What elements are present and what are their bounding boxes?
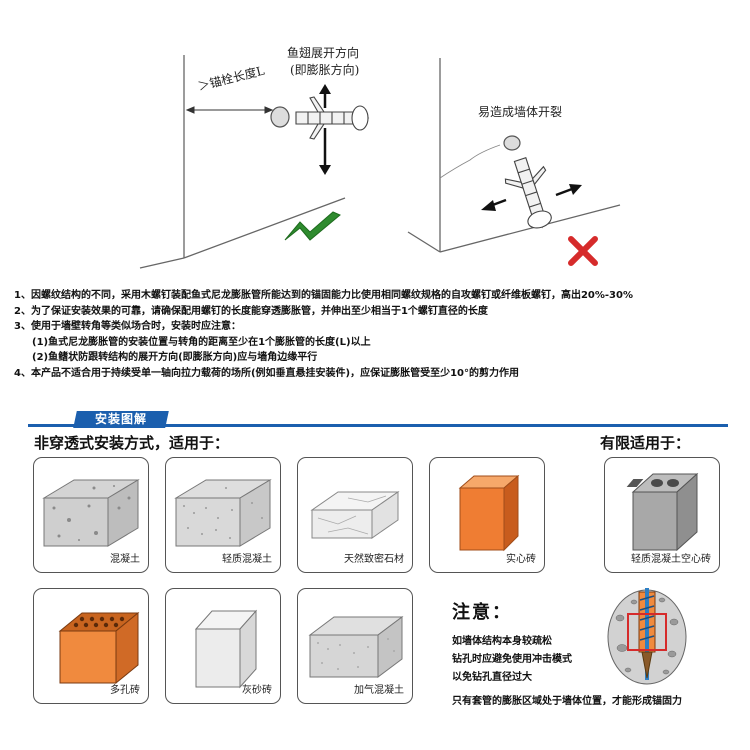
material-card-sand-lime-brick: 灰砂砖 bbox=[165, 588, 281, 704]
material-card-aerated-concrete: 加气混凝土 bbox=[297, 588, 413, 704]
right-wall-diagram bbox=[407, 58, 621, 253]
porous-brick-icon bbox=[58, 611, 140, 685]
drill-hole-right bbox=[503, 135, 521, 151]
section-banner-text: 安装图解 bbox=[94, 412, 147, 426]
expansion-arrows-vertical bbox=[319, 84, 331, 175]
note-3-1: (1)鱼式尼龙膨胀管的安装位置与转角的距离至少在1个膨胀管的长度(L)以上 bbox=[32, 336, 371, 348]
material-name-natural-stone: 天然致密石材 bbox=[344, 554, 404, 565]
attention-title: 注意： bbox=[452, 602, 512, 623]
concrete-block-icon bbox=[42, 479, 140, 547]
attention-line-1: 如墙体结构本身较疏松 bbox=[452, 636, 552, 647]
note-3: 3、使用于墙壁转角等类似场合时，安装时应注意： bbox=[14, 321, 241, 332]
material-name-solid-brick: 实心砖 bbox=[506, 554, 536, 565]
wall-plug-left bbox=[295, 96, 370, 140]
attention-footer: 只有套管的膨胀区域处于墙体位置，才能形成锚固力 bbox=[452, 696, 682, 707]
note-3-2: (2)鱼鳍状防跟转结构的展开方向(即膨胀方向)应与墙角边缘平行 bbox=[32, 352, 318, 363]
left-wall-diagram bbox=[139, 55, 346, 269]
material-card-light-concrete: 轻质混凝土 bbox=[165, 457, 281, 573]
material-name-hollow-block: 轻质混凝土空心砖 bbox=[631, 554, 711, 565]
usage-notes: 1、因螺纹结构的不同，采用木螺钉装配鱼式尼龙膨胀管所能达到的锚固能力比使用相同螺… bbox=[14, 288, 744, 381]
installation-diagrams bbox=[139, 55, 621, 269]
material-card-hollow-block: 轻质混凝土空心砖 bbox=[604, 457, 720, 573]
material-card-natural-stone: 天然致密石材 bbox=[297, 457, 413, 573]
light-concrete-block-icon bbox=[174, 479, 272, 547]
attention-line-2: 钻孔时应避免使用冲击模式 bbox=[452, 654, 572, 665]
solid-brick-icon bbox=[458, 474, 520, 552]
fin-direction-label: 鱼翅展开方向 bbox=[287, 46, 360, 60]
natural-stone-icon bbox=[310, 491, 400, 539]
note-4: 4、本产品不适合用于持续受单一轴向拉力载荷的场所(例如垂直悬挂安装件)，应保证膨… bbox=[14, 367, 520, 379]
material-card-solid-brick: 实心砖 bbox=[429, 457, 545, 573]
material-card-porous-brick: 多孔砖 bbox=[33, 588, 149, 704]
check-icon bbox=[284, 211, 341, 241]
sand-lime-brick-icon bbox=[194, 609, 258, 689]
note-1: 1、因螺纹结构的不同，采用木螺钉装配鱼式尼龙膨胀管所能达到的锚固能力比使用相同螺… bbox=[14, 290, 633, 301]
attention-line-3: 以免钻孔直径过大 bbox=[452, 672, 532, 683]
material-name-aerated-concrete: 加气混凝土 bbox=[354, 685, 404, 696]
material-name-light-concrete: 轻质混凝土 bbox=[222, 554, 272, 565]
wall-crack-label: 易造成墙体开裂 bbox=[478, 105, 563, 119]
cross-icon bbox=[568, 236, 598, 266]
section-divider bbox=[28, 424, 728, 427]
wall-cross-section-icon bbox=[607, 588, 687, 685]
section-banner: 安装图解 bbox=[73, 411, 169, 428]
limited-use-heading: 有限适用于： bbox=[600, 434, 691, 452]
drill-hole bbox=[270, 106, 290, 128]
expansion-arrows-horizontal bbox=[481, 184, 582, 211]
wall-plug-right bbox=[504, 157, 552, 229]
aerated-concrete-icon bbox=[308, 616, 404, 678]
hollow-block-icon bbox=[626, 472, 699, 552]
material-name-porous-brick: 多孔砖 bbox=[110, 685, 140, 696]
material-name-sand-lime-brick: 灰砂砖 bbox=[242, 685, 272, 696]
anchor-length-arrow bbox=[185, 106, 274, 114]
note-2: 2、为了保证安装效果的可靠，请确保配用螺钉的长度能穿透膨胀管，并伸出至少相当于1… bbox=[14, 305, 488, 317]
material-name-concrete: 混凝土 bbox=[110, 554, 140, 565]
expansion-direction-label: (即膨胀方向) bbox=[290, 63, 360, 77]
material-card-concrete: 混凝土 bbox=[33, 457, 149, 573]
non-penetrating-heading: 非穿透式安装方式，适用于： bbox=[34, 434, 230, 452]
